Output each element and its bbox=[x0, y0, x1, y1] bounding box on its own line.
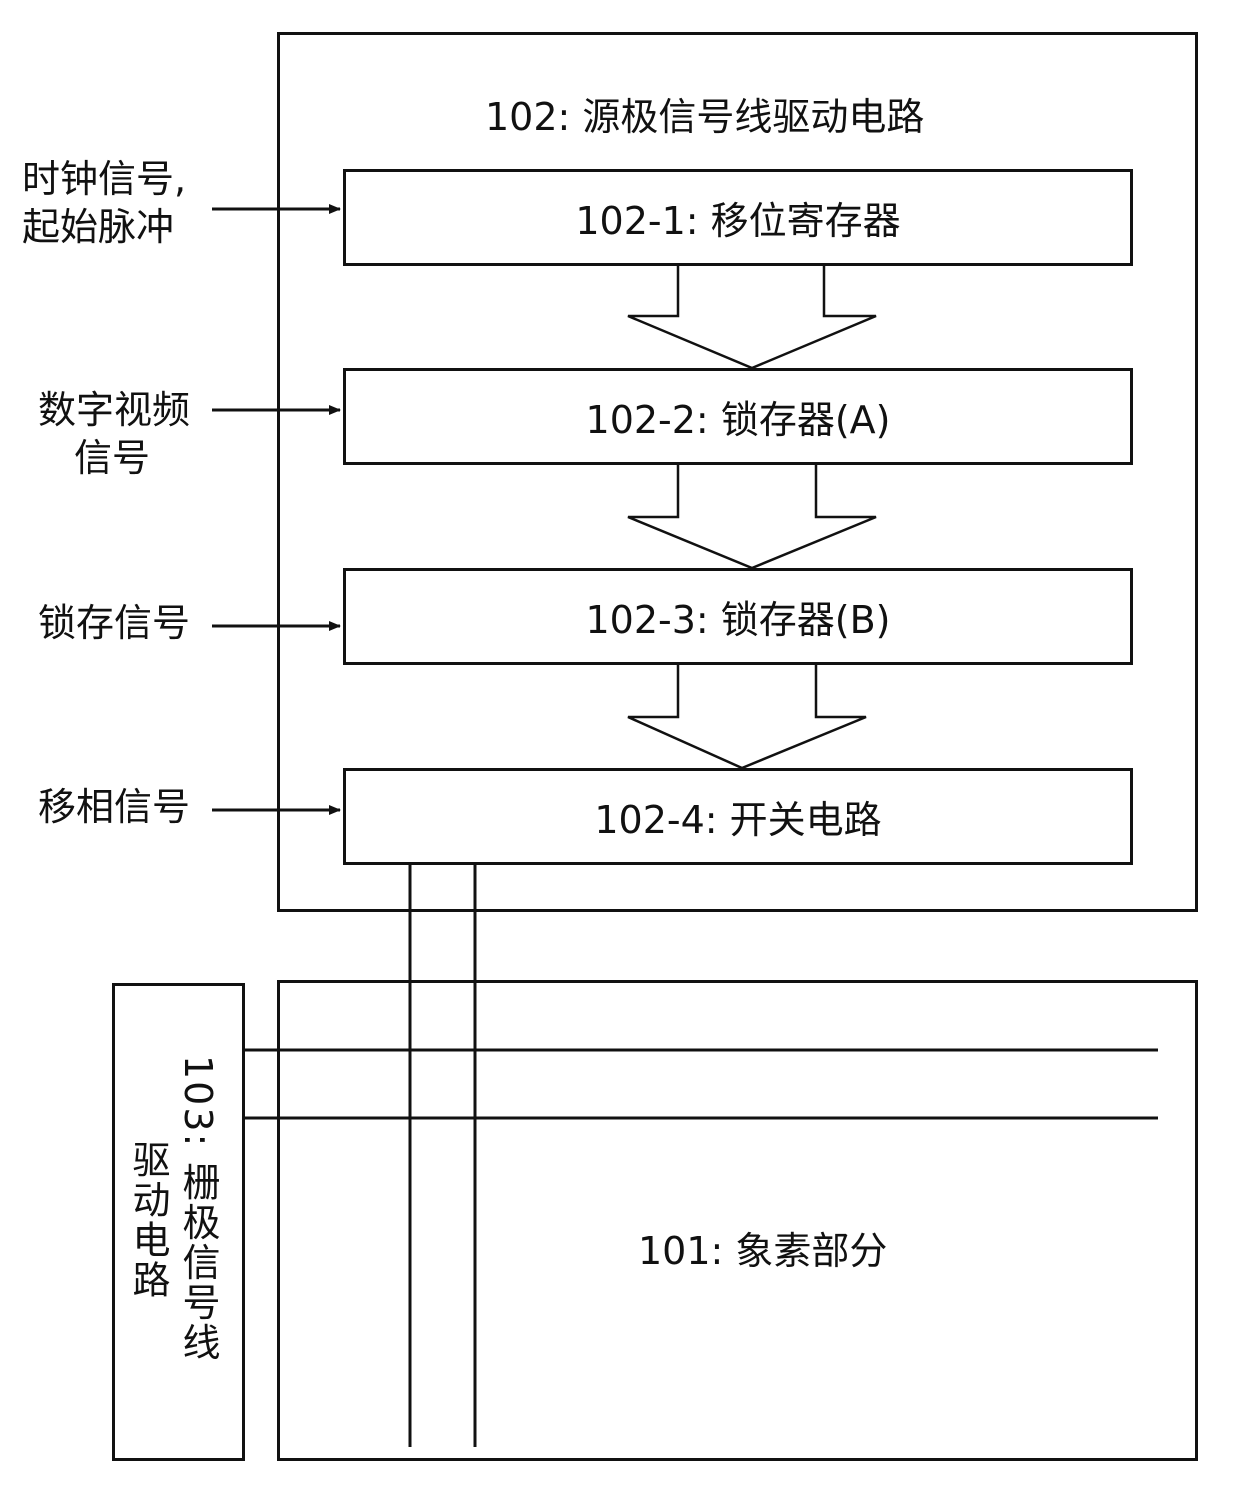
block-arrow-1 bbox=[628, 266, 876, 368]
block-arrow-3 bbox=[628, 665, 866, 768]
block-arrow-2 bbox=[628, 465, 876, 568]
